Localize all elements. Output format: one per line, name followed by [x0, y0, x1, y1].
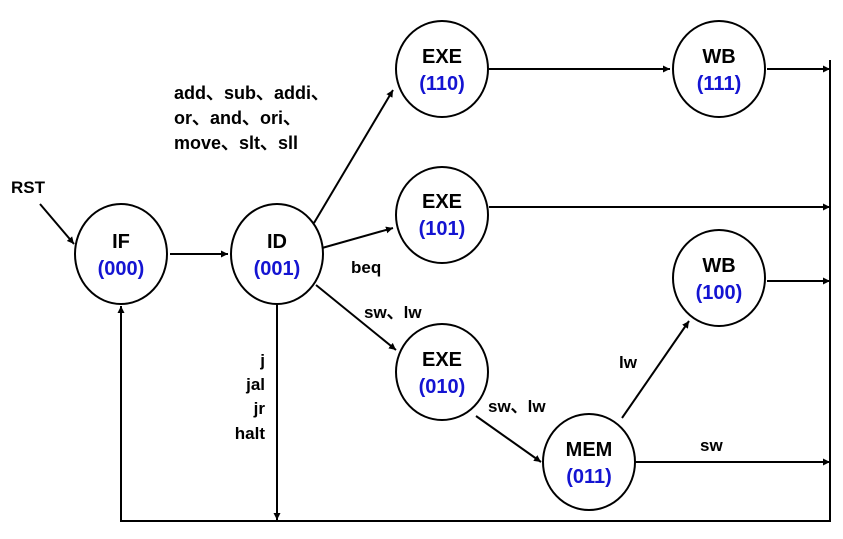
edge-exe010-to-mem011: [475, 415, 542, 463]
state-exe110-name: EXE: [422, 46, 462, 68]
state-if-code: (000): [98, 258, 145, 280]
state-if-name: IF: [112, 231, 130, 253]
state-if: IF (000): [74, 203, 168, 305]
state-exe101-code: (101): [419, 218, 466, 240]
state-wb111-code: (111): [697, 73, 741, 95]
edge-rst-to-if: [39, 203, 75, 245]
state-id-name: ID: [267, 231, 287, 253]
label-sw: sw: [700, 436, 723, 455]
label-jump-jal: jal: [245, 375, 265, 394]
state-exe110: EXE (110): [395, 20, 489, 118]
label-jump-jr: jr: [253, 399, 266, 418]
label-jump-j: j: [259, 351, 265, 370]
edge-labels: RST add、sub、addi、 or、and、ori、 move、slt、s…: [11, 83, 723, 455]
state-wb100-code: (100): [696, 282, 743, 304]
edges: [39, 60, 831, 522]
state-exe010-name: EXE: [422, 349, 462, 371]
label-sw-lw-2: sw、lw: [488, 397, 546, 416]
state-id: ID (001): [230, 203, 324, 305]
state-wb111: WB (111): [672, 20, 766, 118]
state-wb100-name: WB: [702, 255, 735, 277]
edge-id-to-exe010: [315, 284, 397, 351]
label-sw-lw-1: sw、lw: [364, 303, 422, 322]
state-exe101: EXE (101): [395, 166, 489, 264]
state-exe110-code: (110): [419, 73, 465, 95]
state-exe010-code: (010): [419, 376, 466, 398]
edge-return-to-if: [117, 60, 831, 522]
state-wb111-name: WB: [702, 46, 735, 68]
edge-mem011-to-wb100: [621, 320, 690, 419]
state-wb100: WB (100): [672, 229, 766, 327]
label-rst: RST: [11, 178, 46, 197]
label-alu-line3: move、slt、sll: [174, 133, 298, 153]
state-mem011: MEM (011): [542, 413, 636, 511]
label-jump-halt: halt: [235, 424, 266, 443]
edge-id-to-exe101: [321, 226, 394, 249]
edge-id-to-exe110: [313, 89, 394, 224]
state-exe010: EXE (010): [395, 323, 489, 421]
label-beq: beq: [351, 258, 381, 277]
state-mem011-code: (011): [566, 466, 612, 488]
label-alu-line2: or、and、ori、: [174, 108, 301, 128]
label-lw: lw: [619, 353, 638, 372]
state-exe101-name: EXE: [422, 191, 462, 213]
state-id-code: (001): [254, 258, 301, 280]
state-mem011-name: MEM: [566, 439, 613, 461]
label-alu-line1: add、sub、addi、: [174, 83, 329, 103]
